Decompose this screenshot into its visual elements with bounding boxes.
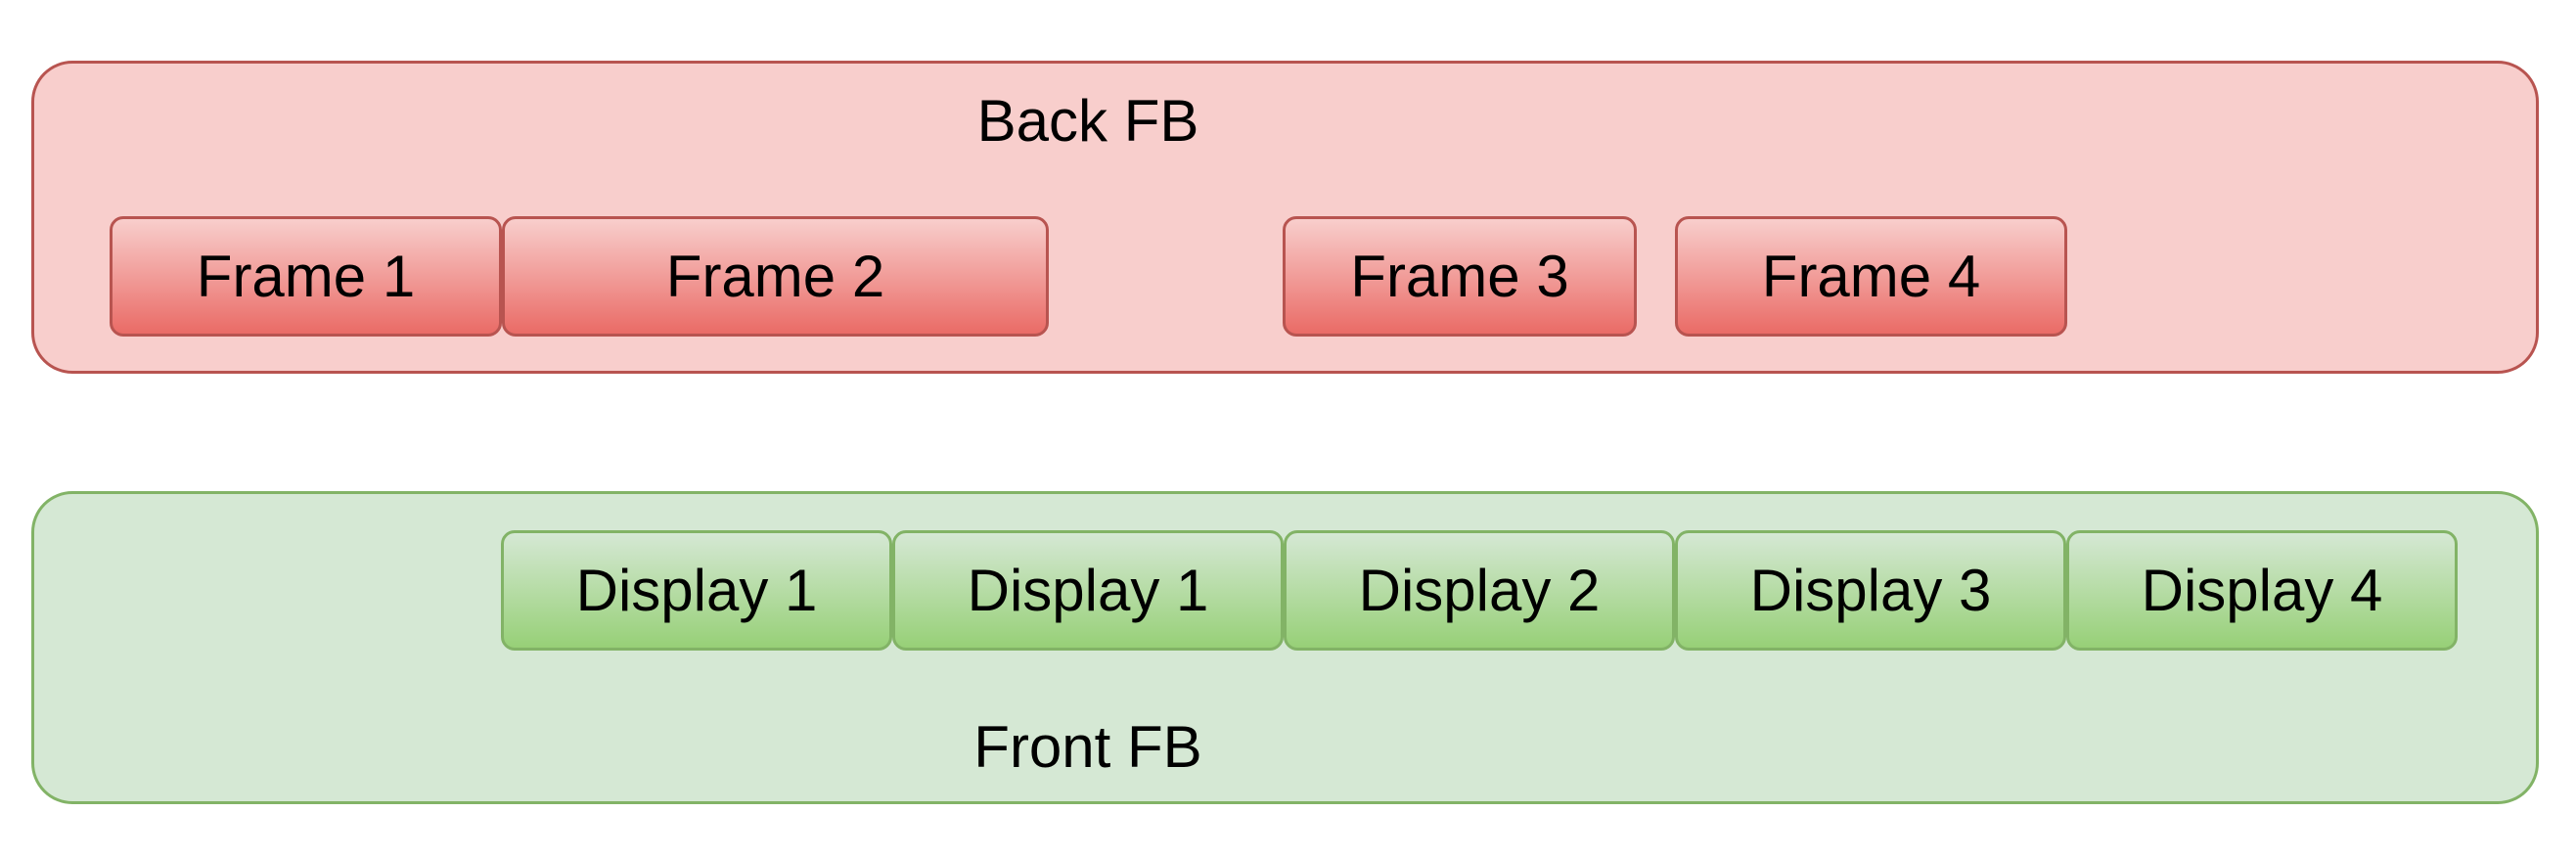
display-block: Display 4 — [2066, 530, 2458, 651]
frame-4-block: Frame 4 — [1675, 216, 2067, 337]
frame-1-block: Frame 1 — [110, 216, 502, 337]
back-fb-title: Back FB — [976, 88, 1199, 154]
display-block: Display 3 — [1675, 530, 2066, 651]
display-block: Display 1 — [892, 530, 1284, 651]
display-block: Display 2 — [1284, 530, 1675, 651]
frame-3-block: Frame 3 — [1283, 216, 1637, 337]
front-fb-title: Front FB — [973, 714, 1202, 780]
display-block: Display 1 — [501, 530, 892, 651]
frame-2-block: Frame 2 — [502, 216, 1049, 337]
